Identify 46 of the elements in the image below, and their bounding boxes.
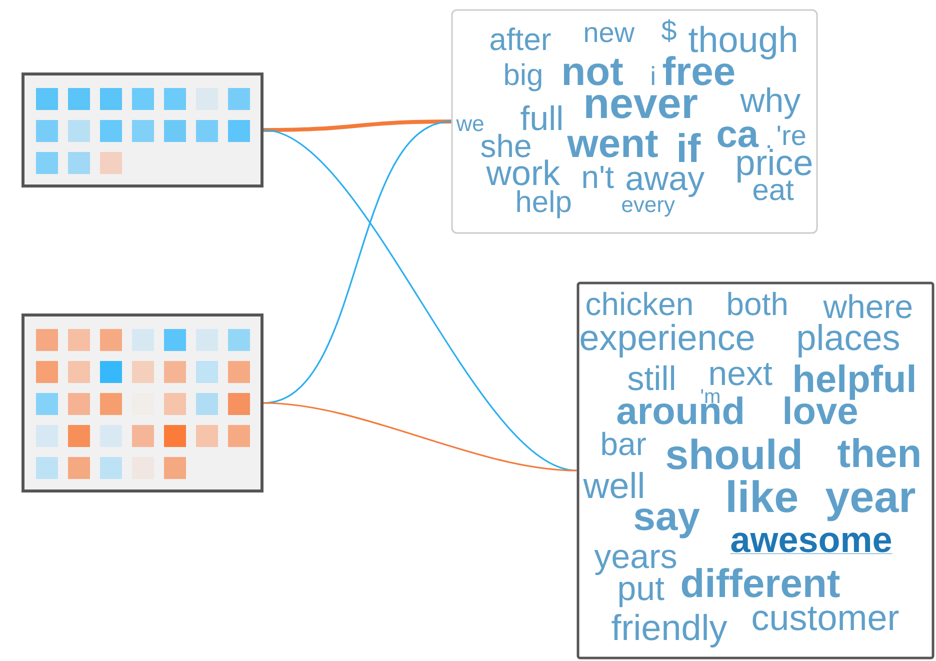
- connector-curve: [263, 120, 452, 404]
- word: not: [564, 58, 623, 86]
- word: then: [838, 438, 920, 468]
- word: work: [486, 160, 560, 186]
- word: i: [652, 66, 654, 85]
- word: full: [520, 105, 562, 130]
- word: put: [619, 578, 664, 608]
- word: still: [628, 365, 674, 390]
- word: next: [710, 363, 772, 386]
- word: year: [826, 488, 916, 522]
- word: price: [738, 148, 812, 182]
- word: she: [481, 134, 530, 158]
- word: never: [586, 94, 698, 118]
- word: after: [490, 28, 551, 50]
- word: different: [682, 568, 840, 598]
- word: places: [798, 324, 899, 358]
- word: help: [517, 190, 571, 218]
- word: we: [456, 119, 484, 132]
- word: ca: [718, 126, 759, 148]
- word: eat: [753, 180, 794, 200]
- word: n't: [583, 166, 614, 188]
- word: bar: [602, 432, 646, 456]
- word: should: [666, 438, 800, 470]
- word: big: [505, 63, 542, 92]
- connector-curve: [263, 120, 452, 132]
- word: experience: [580, 324, 754, 358]
- word: say: [634, 508, 700, 538]
- word: chicken: [586, 292, 692, 316]
- word: friendly: [612, 614, 728, 648]
- word: every: [622, 200, 675, 217]
- word: well: [583, 472, 643, 498]
- word: 're: [778, 126, 806, 146]
- word: where: [823, 294, 912, 318]
- word: went: [567, 130, 658, 158]
- word: new: [585, 26, 635, 42]
- word: .: [768, 145, 770, 148]
- connector-curve: [263, 402, 577, 472]
- word: both: [728, 292, 786, 316]
- word: like: [728, 480, 798, 512]
- word: if: [679, 133, 701, 162]
- word: away: [626, 172, 704, 198]
- word: why: [740, 87, 801, 120]
- word: customer: [752, 606, 899, 630]
- word: years: [594, 550, 676, 576]
- word: $: [662, 19, 676, 42]
- word: awesome: [730, 532, 892, 554]
